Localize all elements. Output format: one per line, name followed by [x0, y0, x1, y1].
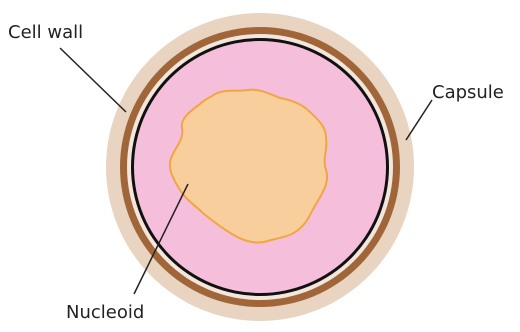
capsule-label: Capsule — [432, 82, 504, 103]
nucleoid-label: Nucleoid — [66, 302, 144, 323]
capsule-leader-line — [406, 100, 432, 140]
cell-wall-label: Cell wall — [8, 22, 83, 43]
cell-wall-leader-line — [60, 48, 126, 112]
